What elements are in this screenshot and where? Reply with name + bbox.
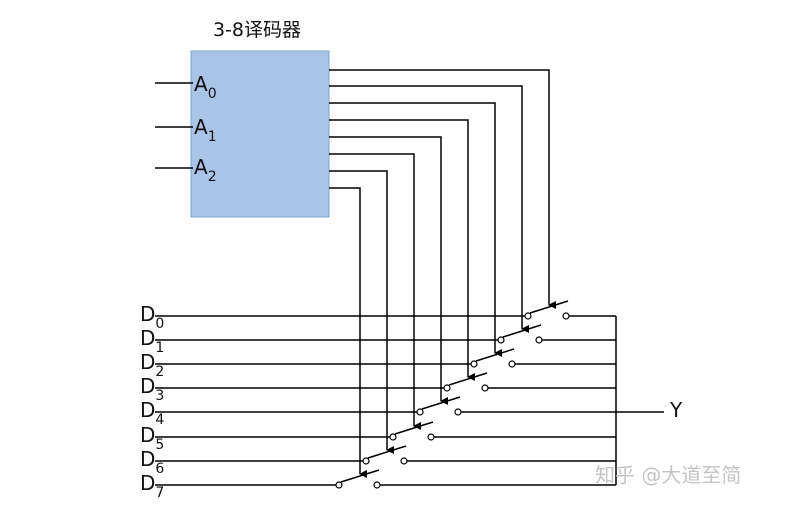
circuit-wiring <box>155 69 664 489</box>
decoder-block <box>190 50 330 218</box>
output-label-y: Y <box>669 398 683 422</box>
decoder-output-line-0 <box>329 69 556 309</box>
switch-contact-right-7 <box>373 481 381 489</box>
data-label-d5: D5 <box>140 423 164 453</box>
data-label-d0: D0 <box>140 302 164 332</box>
decoder-output-line-5 <box>329 153 421 430</box>
switch-contact-left-4 <box>416 408 424 416</box>
switch-contact-left-2 <box>470 360 478 368</box>
decoder-output-line-2 <box>329 102 502 357</box>
data-label-d1: D1 <box>140 326 164 356</box>
address-label-a1: A1 <box>194 115 217 145</box>
data-input-labels: D0 D1 D2 D3 D4 D5 D6 D7 <box>140 302 164 501</box>
switch-contact-left-1 <box>497 336 505 344</box>
data-label-d3: D3 <box>140 374 164 404</box>
switch-contact-right-6 <box>400 457 408 465</box>
address-label-a0: A0 <box>194 72 217 102</box>
switch-contact-right-5 <box>427 433 435 441</box>
decoder-output-line-3 <box>329 119 475 381</box>
switch-contact-left-3 <box>443 384 451 392</box>
switch-contact-right-1 <box>535 336 543 344</box>
switch-contact-left-0 <box>524 312 532 320</box>
decoder-output-line-6 <box>329 170 394 454</box>
decoder-title: 3-8译码器 <box>213 19 301 41</box>
decoder-output-line-1 <box>329 85 529 333</box>
switch-contact-right-2 <box>508 360 516 368</box>
decoder-output-line-7 <box>329 187 367 478</box>
switch-contact-left-7 <box>335 481 343 489</box>
switch-contact-right-3 <box>481 384 489 392</box>
switch-contact-left-6 <box>362 457 370 465</box>
switch-contact-right-0 <box>562 312 570 320</box>
data-label-d6: D6 <box>140 447 164 477</box>
switch-contact-right-4 <box>454 408 462 416</box>
data-label-d7: D7 <box>140 471 164 501</box>
data-label-d2: D2 <box>140 350 164 380</box>
address-label-a2: A2 <box>194 155 217 185</box>
decoder-output-line-4 <box>329 136 448 405</box>
watermark: 知乎 @大道至简 <box>595 463 741 487</box>
data-label-d4: D4 <box>140 398 164 428</box>
address-inputs: A0 A1 A2 <box>155 72 217 185</box>
switch-contact-left-5 <box>389 433 397 441</box>
